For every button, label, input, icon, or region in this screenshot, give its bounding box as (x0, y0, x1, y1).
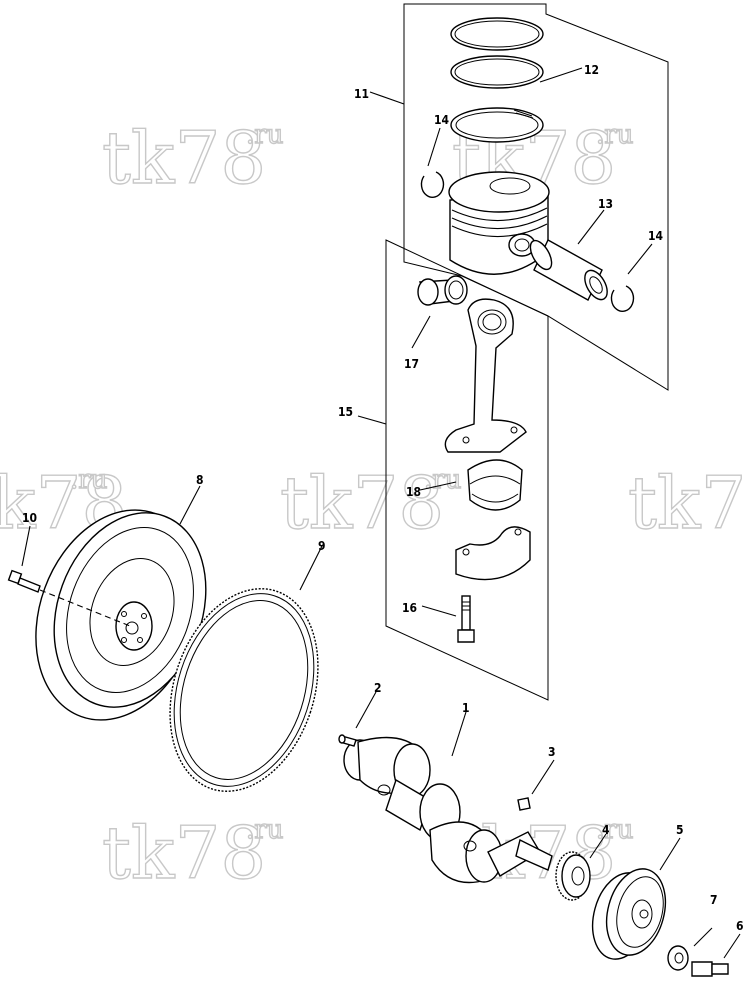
watermark-suffix: .ru (70, 465, 107, 495)
callout-4: 4 (602, 823, 610, 837)
watermark-6: tk78 .ru (101, 810, 284, 895)
callout-13: 13 (598, 197, 613, 211)
callout-9: 9 (318, 539, 326, 553)
piston-assembly-panel (403, 3, 669, 391)
callout-17: 17 (404, 357, 419, 371)
watermark-5: tk78 (627, 460, 745, 545)
callout-8: 8 (196, 473, 204, 487)
callout-2: 2 (374, 681, 382, 695)
watermark-suffix: .ru (246, 815, 283, 845)
watermark-text: tk78 (102, 811, 266, 895)
circlip-right (610, 285, 635, 312)
callout-1: 1 (462, 701, 470, 715)
callout-18: 18 (406, 485, 421, 499)
callout-7: 7 (710, 893, 718, 907)
rod-bolt (457, 595, 475, 643)
watermark-text: tk78 (628, 461, 745, 545)
crank-gear (555, 851, 591, 901)
callout-3: 3 (548, 745, 556, 759)
piston-rings (450, 17, 544, 143)
callout-10: 10 (22, 511, 37, 525)
ring-gear (169, 588, 319, 792)
callout-5: 5 (676, 823, 684, 837)
watermark-text: tk78 (102, 116, 266, 200)
rod-cap (455, 526, 531, 581)
small-end-bushing (417, 275, 468, 306)
watermark-4: tk78 .ru (279, 460, 462, 545)
connecting-rod-panel (385, 239, 549, 701)
watermark-1: tk78 .ru (101, 115, 284, 200)
compression-ring-1 (450, 17, 544, 51)
callout-6: 6 (736, 919, 744, 933)
crankshaft (343, 736, 553, 884)
leader-lines (21, 67, 741, 959)
bearing-shells (419, 459, 523, 511)
watermark-text: tk78 (280, 461, 444, 545)
oil-ring (450, 107, 544, 143)
watermark-suffix: .ru (424, 465, 461, 495)
callout-11: 11 (354, 87, 369, 101)
compression-ring-2 (450, 55, 544, 89)
callout-14-left: 14 (434, 113, 450, 127)
circlip-left (420, 171, 445, 198)
connecting-rod (444, 298, 527, 453)
watermark-suffix: .ru (246, 120, 283, 150)
dowel-pin (338, 734, 357, 747)
piston-pin (529, 239, 608, 301)
callout-labels: 1 2 3 4 5 6 7 8 9 10 11 12 13 14 14 15 1… (22, 63, 744, 933)
flywheel (35, 509, 207, 721)
watermark-suffix: .ru (596, 120, 633, 150)
callout-16: 16 (402, 601, 417, 615)
callout-15: 15 (338, 405, 353, 419)
washer (667, 945, 689, 971)
pulley-bolt (691, 961, 729, 977)
callout-14-right: 14 (648, 229, 664, 243)
piston (448, 171, 550, 275)
woodruff-key (517, 797, 531, 811)
crank-pulley (591, 868, 667, 960)
callout-12: 12 (584, 63, 599, 77)
flywheel-bolt (7, 569, 131, 627)
